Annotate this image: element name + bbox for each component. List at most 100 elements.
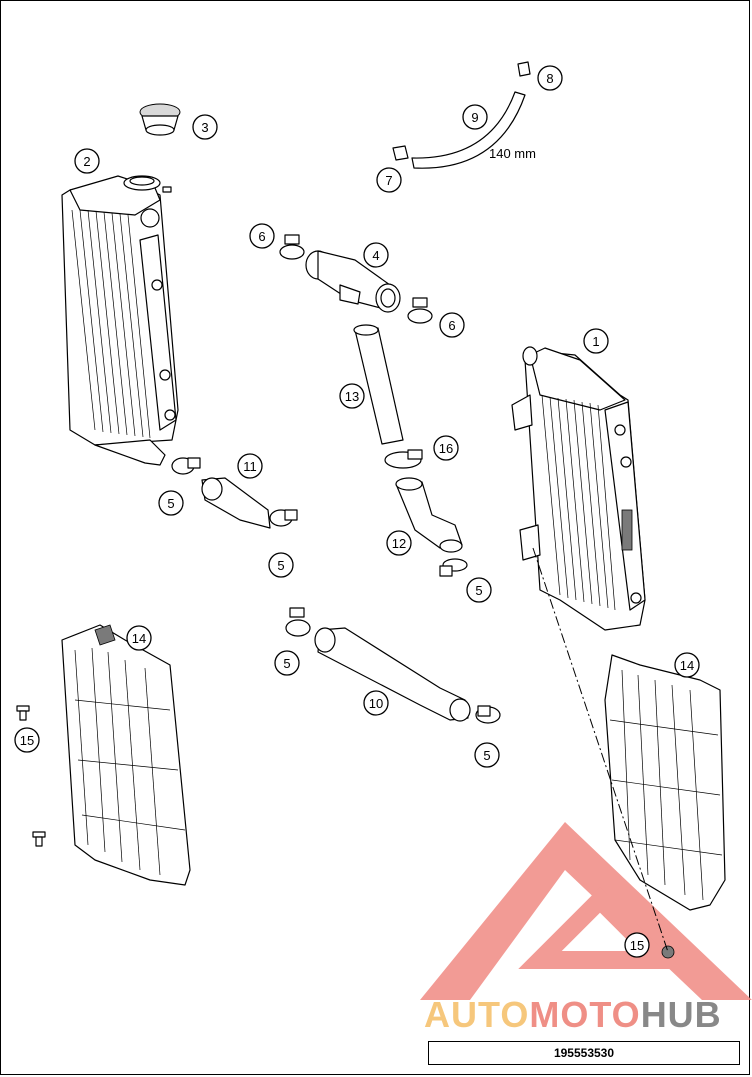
callout-label: 9: [471, 110, 478, 125]
hose-clamp-6b: [407, 297, 433, 324]
callout-label: 5: [483, 748, 490, 763]
callout-label: 16: [439, 441, 453, 456]
callout-c2: 2: [74, 148, 100, 174]
callout-label: 8: [546, 71, 553, 86]
callout-c14a: 14: [126, 625, 152, 651]
callout-c10: 10: [363, 690, 389, 716]
callout-label: 3: [201, 120, 208, 135]
callout-c4: 4: [363, 242, 389, 268]
screw-15c: [661, 945, 675, 959]
callout-c9: 9: [462, 104, 488, 130]
hose-11: [201, 477, 271, 529]
callout-circle: [274, 650, 300, 676]
left-radiator-guard: [61, 624, 191, 886]
callout-label: 5: [167, 496, 174, 511]
hose-clamp-10b: [475, 705, 501, 724]
hose-clamp-10a: [285, 607, 311, 637]
callout-label: 13: [345, 389, 359, 404]
callout-label: 5: [277, 558, 284, 573]
callout-c1: 1: [583, 328, 609, 354]
callout-c7: 7: [376, 167, 402, 193]
callout-circle: [466, 577, 492, 603]
callout-circle: [192, 114, 218, 140]
screw-15a: [16, 705, 30, 721]
callout-circle: [386, 530, 412, 556]
callout-c14b: 14: [674, 652, 700, 678]
callout-c8: 8: [537, 65, 563, 91]
callout-label: 7: [385, 173, 392, 188]
small-clamp-7: [392, 145, 409, 161]
watermark-word-hub: HUB: [640, 994, 722, 1035]
hose-clamp-12: [439, 558, 468, 577]
callout-circle: [74, 148, 100, 174]
callout-label: 11: [243, 459, 257, 474]
callout-c5a: 5: [158, 490, 184, 516]
watermark-word-moto: MOTO: [529, 994, 641, 1035]
callout-label: 15: [20, 733, 34, 748]
callout-circle: [249, 223, 275, 249]
hose-clamp-6a: [279, 234, 305, 260]
callout-label: 15: [630, 938, 644, 953]
callout-circle: [268, 552, 294, 578]
callout-c5e: 5: [474, 742, 500, 768]
callout-circle: [126, 625, 152, 651]
assembly-leader-line: [532, 547, 669, 953]
hose-clamp-16: [384, 449, 423, 469]
callout-c6b: 6: [439, 312, 465, 338]
callout-circle: [474, 742, 500, 768]
callout-circle: [237, 453, 263, 479]
callout-circle: [363, 690, 389, 716]
document-number: 195553530: [553, 1046, 615, 1060]
callout-c6a: 6: [249, 223, 275, 249]
radiator-cap: [139, 103, 181, 136]
small-clamp-8: [517, 61, 531, 77]
callout-circle: [439, 312, 465, 338]
callout-label: 4: [372, 248, 379, 263]
thermostat-housing: [305, 250, 401, 313]
callout-c5c: 5: [466, 577, 492, 603]
callout-circle: [14, 727, 40, 753]
bleed-hose-9: [411, 91, 526, 169]
callout-circle: [376, 167, 402, 193]
callout-label: 6: [448, 318, 455, 333]
callout-c5d: 5: [274, 650, 300, 676]
callout-circle: [339, 383, 365, 409]
callout-c13: 13: [339, 383, 365, 409]
callout-label: 14: [680, 658, 694, 673]
hose-length-dimension-label: 140 mm: [489, 146, 536, 161]
callout-circle: [462, 104, 488, 130]
callout-c5b: 5: [268, 552, 294, 578]
callout-c15b: 15: [624, 932, 650, 958]
watermark-wordmark: AUTOMOTOHUB: [424, 994, 722, 1036]
callout-c16: 16: [433, 435, 459, 461]
right-radiator-guard: [604, 654, 726, 911]
callout-circle: [433, 435, 459, 461]
watermark-word-auto: AUTO: [424, 994, 530, 1035]
callout-circle: [363, 242, 389, 268]
callout-label: 2: [83, 154, 90, 169]
callout-c12: 12: [386, 530, 412, 556]
hose-clamp-11b: [269, 509, 298, 527]
callout-circle: [537, 65, 563, 91]
coolant-pipe-13: [353, 324, 404, 445]
callout-c3: 3: [192, 114, 218, 140]
hose-10: [314, 627, 471, 722]
hose-clamp-11a: [171, 457, 201, 475]
callout-label: 1: [592, 334, 599, 349]
callout-label: 5: [283, 656, 290, 671]
callout-circle: [674, 652, 700, 678]
callout-c15a: 15: [14, 727, 40, 753]
callout-circle: [158, 490, 184, 516]
callout-label: 6: [258, 229, 265, 244]
callout-label: 14: [132, 631, 146, 646]
right-radiator: [511, 346, 646, 631]
callout-c11: 11: [237, 453, 263, 479]
elbow-hose-12: [395, 477, 463, 553]
screw-15b: [32, 831, 46, 847]
document-number-box: 195553530: [428, 1041, 740, 1065]
callout-circle: [624, 932, 650, 958]
callout-label: 10: [369, 696, 383, 711]
